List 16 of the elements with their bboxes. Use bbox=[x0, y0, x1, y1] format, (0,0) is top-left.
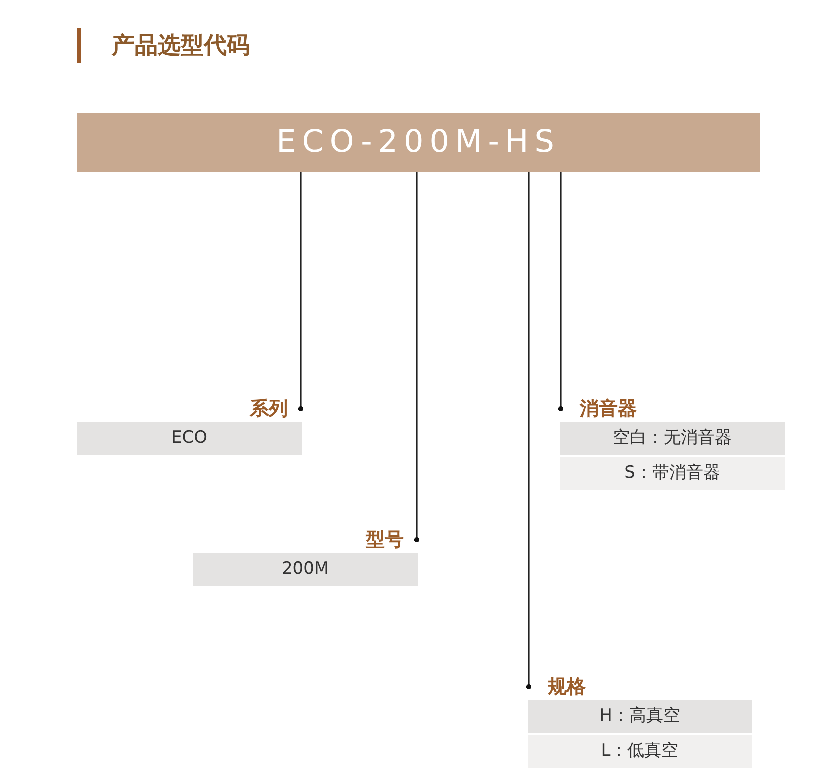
leader-line bbox=[298, 172, 304, 412]
group-heading: 规格 bbox=[546, 675, 587, 700]
group-heading: 系列 bbox=[248, 397, 289, 422]
section-title: 产品选型代码 bbox=[112, 32, 250, 61]
option-row: H：高真空 bbox=[528, 700, 752, 733]
option-row: S：带消音器 bbox=[560, 457, 785, 490]
leader-line bbox=[526, 172, 532, 690]
option-row: 200M bbox=[193, 553, 418, 586]
group-heading: 消音器 bbox=[578, 397, 638, 422]
group-heading: 型号 bbox=[365, 528, 405, 553]
option-row: 空白：无消音器 bbox=[560, 422, 785, 455]
leader-line bbox=[558, 172, 564, 412]
leader-line bbox=[414, 172, 420, 543]
code-bar: ECO-200M-HS bbox=[77, 113, 760, 172]
option-row: L：低真空 bbox=[528, 735, 752, 768]
option-row: ECO bbox=[77, 422, 302, 455]
